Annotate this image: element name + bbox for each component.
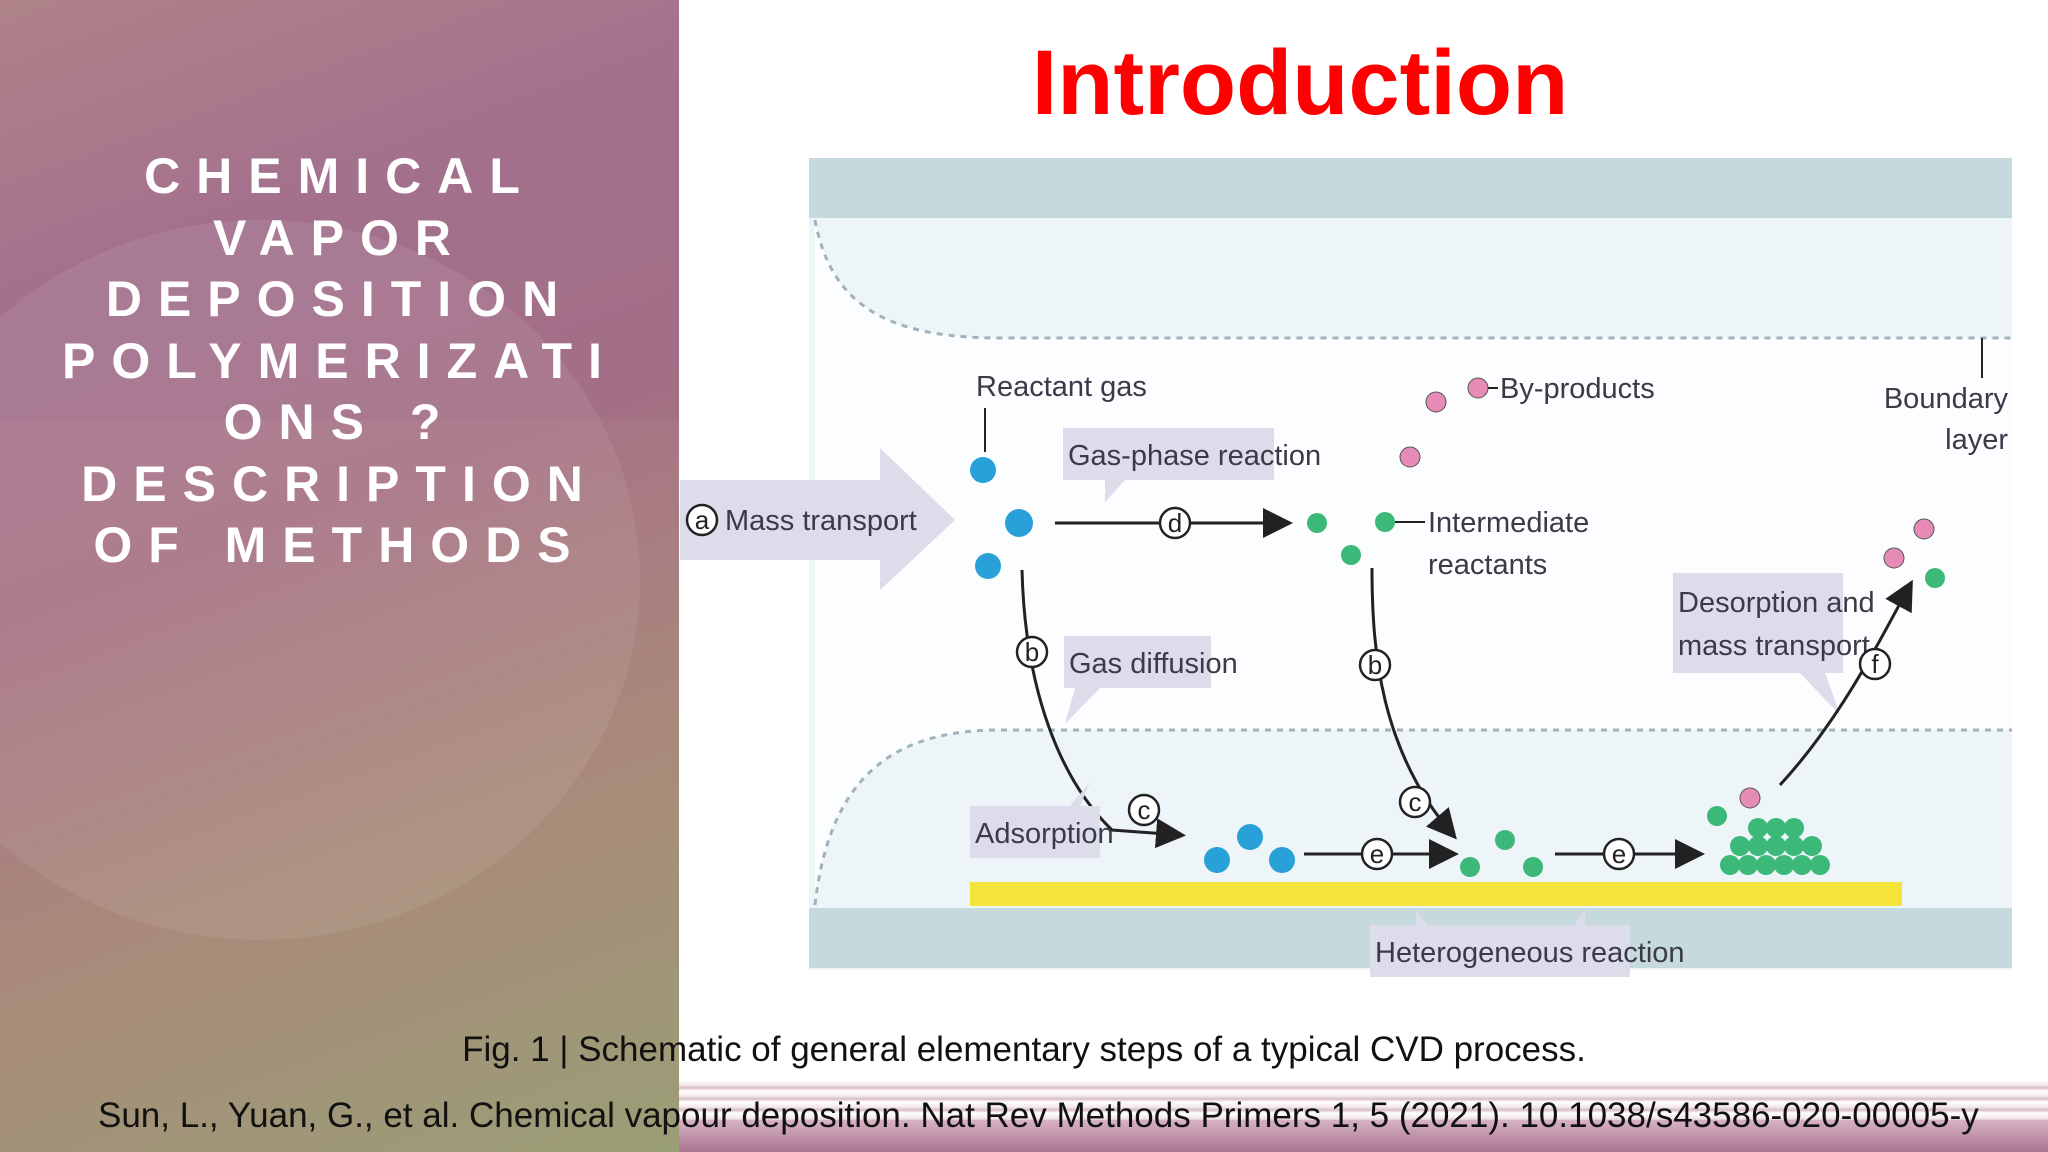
step-d-marker [1158,506,1192,540]
adsorbed-reactant-molecule [1204,847,1230,873]
step-c-left-letter: c [1138,795,1151,825]
desorbed-intermediate-molecule [1925,568,1945,588]
step-a-letter: a [695,505,710,535]
bottom-decorative-stripe [679,1080,2048,1152]
step-b-left-letter: b [1025,637,1039,667]
desorbed-byproduct-molecule [1883,547,1905,569]
step-f-letter: f [1871,649,1879,679]
substrate-film [970,882,1902,906]
side-title: CHEMICAL VAPOR DEPOSITION POLYMERIZATI O… [62,148,618,573]
adsorption-box-tail [1070,782,1090,806]
bottom-stripe-fill [679,1120,2048,1152]
gas-phase-reaction-box [1063,428,1274,480]
released-byproduct-molecule [1739,787,1761,809]
step-a-marker [685,503,719,537]
mass-transport-arrow [680,448,955,590]
cvd-schematic-svg: a Mass transport Reactant gas Gas-phase … [680,158,2012,977]
step-f-path [1778,579,1913,787]
surface-intermediate-molecule [1460,857,1480,877]
lower-boundary-layer-line [813,728,2012,906]
heterogeneous-reaction-box [1370,925,1630,977]
desorption-box [1673,573,1843,673]
gas-phase-reaction-label: Gas-phase reaction [1068,440,1321,472]
reactant-molecule [970,457,996,483]
step-c-left-marker [1127,793,1161,827]
upper-boundary-layer-line [813,219,2012,340]
reactant-molecule [1005,509,1033,537]
left-side-panel: CHEMICAL VAPOR DEPOSITION POLYMERIZATI O… [0,0,679,1152]
byproduct-molecule [1467,377,1489,399]
byproduct-molecule [1399,446,1421,468]
gas-diffusion-box-tail [1065,688,1100,724]
intermediate-molecule [1375,512,1395,532]
step-b-right-marker [1358,648,1392,682]
cvd-schematic-figure: a Mass transport Reactant gas Gas-phase … [680,130,2048,1000]
heterogeneous-reaction-label: Heterogeneous reaction [1375,937,1685,969]
intermediate-molecule [1307,513,1327,533]
intermediate-label-line1: Intermediate [1428,507,1589,539]
desorption-label-line1: Desorption and [1678,587,1875,619]
adsorption-box [970,806,1100,858]
adsorbed-reactant-molecule [1269,847,1295,873]
adsorbed-reactant-molecule [1237,824,1263,850]
released-intermediate-molecule [1707,806,1727,826]
desorption-box-tail [1800,673,1840,715]
adsorption-label: Adsorption [975,818,1114,850]
boundary-layer-label-line1: Boundary [1884,383,2009,415]
step-e-right-letter: e [1612,839,1626,869]
mass-transport-label: Mass transport [725,505,917,537]
intermediate-molecule [1341,545,1361,565]
bulk-gas-region [815,220,2012,905]
step-b-right-letter: b [1368,650,1382,680]
step-e-left-letter: e [1370,839,1384,869]
decorative-band [0,0,679,420]
gas-diffusion-label: Gas diffusion [1069,648,1238,680]
desorption-label-line2: mass transport [1678,630,1870,662]
step-b-left-marker [1015,635,1049,669]
byproduct-molecule [1425,391,1447,413]
slide-title: Introduction [1031,32,1569,134]
step-f-marker [1858,647,1892,681]
byproducts-label: By-products [1500,373,1655,405]
gas-diffusion-box [1064,636,1211,688]
step-e-left-marker [1360,837,1394,871]
surface-intermediate-molecule [1495,830,1515,850]
reactant-molecule [975,553,1001,579]
gas-phase-reaction-box-tail [1105,480,1125,502]
intermediate-label-line2: reactants [1428,549,1547,581]
step-c-right-marker [1398,785,1432,819]
step-c-right-letter: c [1409,787,1422,817]
citation: Sun, L., Yuan, G., et al. Chemical vapou… [98,1096,1979,1135]
boundary-layer-label-line2: layer [1945,424,2008,456]
figure-caption: Fig. 1 | Schematic of general elementary… [462,1030,1586,1069]
decorative-circle [0,220,640,940]
surface-intermediate-molecule [1523,857,1543,877]
deposited-film-cluster [1720,818,1830,875]
step-d-letter: d [1168,508,1182,538]
step-b-c-left-path [1020,569,1186,849]
reactant-gas-label: Reactant gas [976,371,1147,403]
desorbed-byproduct-molecule [1913,518,1935,540]
step-e-right-marker [1602,837,1636,871]
top-wall [809,158,2012,218]
